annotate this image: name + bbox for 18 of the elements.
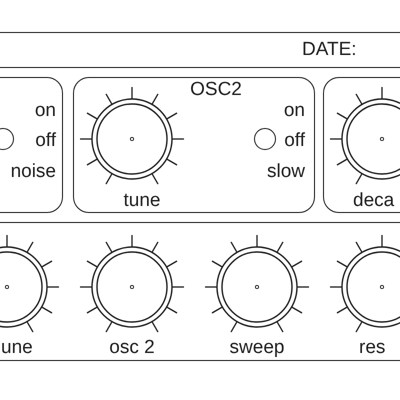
knob-label: une (1, 337, 33, 359)
switch-label: slow (266, 161, 305, 183)
panel-section (0, 222, 400, 361)
section-title: OSC2 (190, 79, 242, 101)
switch-label: noise (10, 161, 56, 183)
knob-label: sweep (230, 337, 284, 359)
panel-section (0, 32, 400, 68)
panel-section (323, 77, 400, 213)
switch-label: off (35, 130, 56, 152)
knob-label: deca (353, 190, 394, 212)
date-label: DATE: (302, 39, 357, 61)
switch-label: on (284, 100, 305, 122)
knob-label: osc 2 (109, 337, 155, 359)
knob-label: tune (124, 190, 160, 212)
switch-label: on (34, 100, 56, 122)
panel-section (73, 77, 315, 213)
switch-label: off (284, 130, 305, 152)
knob-label: res (359, 337, 386, 359)
